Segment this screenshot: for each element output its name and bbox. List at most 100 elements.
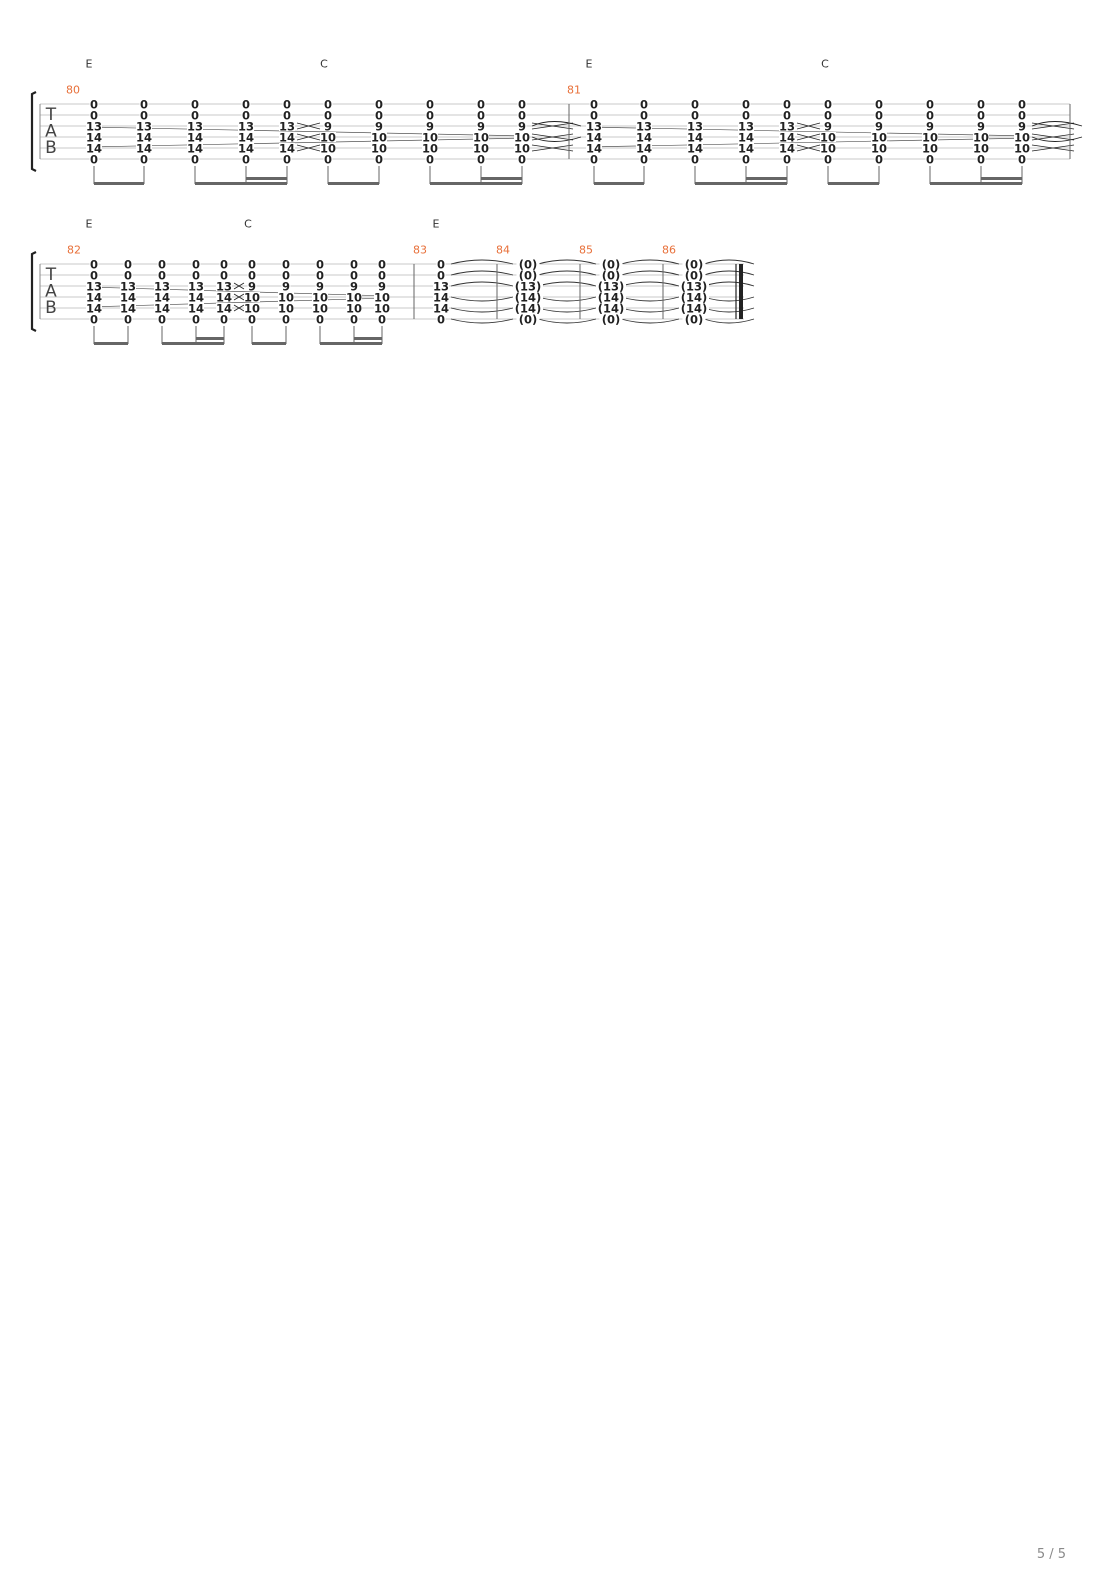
tie-arc — [620, 318, 680, 324]
fret-bg — [374, 121, 384, 131]
fret-number: (0) — [519, 269, 538, 283]
fret-bg — [86, 281, 102, 291]
tab-clef-letter: B — [45, 138, 57, 158]
fret-bg — [1017, 121, 1027, 131]
tie-arc — [450, 318, 514, 324]
fret-number: 0 — [90, 109, 98, 123]
guide-line — [587, 126, 1029, 137]
fret-bg — [425, 99, 435, 109]
fret-bg — [1017, 154, 1027, 164]
fret-bg — [639, 99, 649, 109]
fret-number: 10 — [514, 131, 530, 145]
fret-number: 10 — [1014, 142, 1030, 156]
fret-number: 14 — [279, 142, 295, 156]
fret-bg — [422, 132, 438, 142]
fret-number: 14 — [120, 302, 136, 316]
fret-bg — [136, 132, 152, 142]
fret-number: 0 — [426, 153, 434, 167]
fret-bg — [596, 281, 626, 291]
tie-arc — [537, 296, 597, 302]
fret-number: 10 — [422, 131, 438, 145]
fret-bg — [282, 110, 292, 120]
fret-number: 0 — [378, 269, 386, 283]
fret-bg — [282, 154, 292, 164]
fret-number: 0 — [977, 109, 985, 123]
fret-number: 14 — [586, 131, 602, 145]
fret-number: 14 — [188, 291, 204, 305]
fret-number: 0 — [875, 98, 883, 112]
fret-number: 0 — [90, 98, 98, 112]
fret-bg — [346, 303, 362, 313]
fret-number: 9 — [875, 120, 883, 134]
fret-bg — [279, 143, 295, 153]
fret-number: 10 — [922, 131, 938, 145]
fret-number: 14 — [779, 131, 795, 145]
fret-number: 0 — [283, 153, 291, 167]
fret-number: 10 — [1014, 131, 1030, 145]
fret-number: 0 — [437, 258, 445, 272]
fret-number: 14 — [188, 302, 204, 316]
fret-bg — [241, 99, 251, 109]
fret-bg — [123, 270, 133, 280]
fret-number: 0 — [350, 269, 358, 283]
fret-bg — [323, 154, 333, 164]
tie-arc — [537, 307, 597, 313]
fret-bg — [315, 281, 325, 291]
fret-number: 0 — [220, 313, 228, 327]
fret-bg — [599, 314, 623, 324]
fret-bg — [136, 121, 152, 131]
fret-number: 10 — [312, 291, 328, 305]
fret-number: 10 — [312, 302, 328, 316]
slide-line — [296, 133, 321, 141]
fret-bg — [517, 99, 527, 109]
fret-number: 0 — [691, 153, 699, 167]
fret-bg — [586, 132, 602, 142]
fret-bg — [89, 259, 99, 269]
fret-number: 13 — [779, 120, 795, 134]
fret-number: 0 — [824, 153, 832, 167]
fret-number: 10 — [244, 302, 260, 316]
fret-bg — [86, 292, 102, 302]
fret-bg — [238, 132, 254, 142]
tie-arc — [450, 307, 514, 313]
fret-bg — [377, 314, 387, 324]
slide-line — [531, 144, 574, 152]
fret-number: 10 — [820, 131, 836, 145]
fret-bg — [514, 132, 530, 142]
fret-bg — [346, 292, 362, 302]
fret-number: 0 — [518, 153, 526, 167]
fret-bg — [123, 259, 133, 269]
fret-bg — [682, 314, 706, 324]
fret-bg — [738, 143, 754, 153]
fret-bg — [823, 110, 833, 120]
fret-bg — [315, 259, 325, 269]
fret-number: 10 — [346, 291, 362, 305]
fret-number: 0 — [158, 269, 166, 283]
fret-number: 0 — [875, 109, 883, 123]
fret-bg — [476, 99, 486, 109]
fret-bg — [690, 110, 700, 120]
fret-bg — [425, 110, 435, 120]
fret-number: 0 — [282, 258, 290, 272]
fret-bg — [433, 281, 449, 291]
slide-line — [233, 304, 245, 312]
fret-bg — [682, 259, 706, 269]
fret-bg — [120, 281, 136, 291]
fret-bg — [188, 281, 204, 291]
slide-line — [796, 122, 821, 130]
tab-clef-letter: A — [45, 122, 57, 142]
fret-bg — [476, 110, 486, 120]
fret-number: 9 — [282, 280, 290, 294]
fret-bg — [278, 292, 294, 302]
fret-bg — [89, 154, 99, 164]
fret-bg — [925, 154, 935, 164]
fret-bg — [238, 143, 254, 153]
fret-number: 0 — [316, 269, 324, 283]
fret-number: 10 — [973, 131, 989, 145]
fret-number: 14 — [687, 142, 703, 156]
fret-bg — [320, 132, 336, 142]
fret-number: (13) — [681, 280, 708, 294]
fret-bg — [320, 143, 336, 153]
tab-clef-letter: A — [45, 282, 57, 302]
fret-bg — [513, 303, 543, 313]
